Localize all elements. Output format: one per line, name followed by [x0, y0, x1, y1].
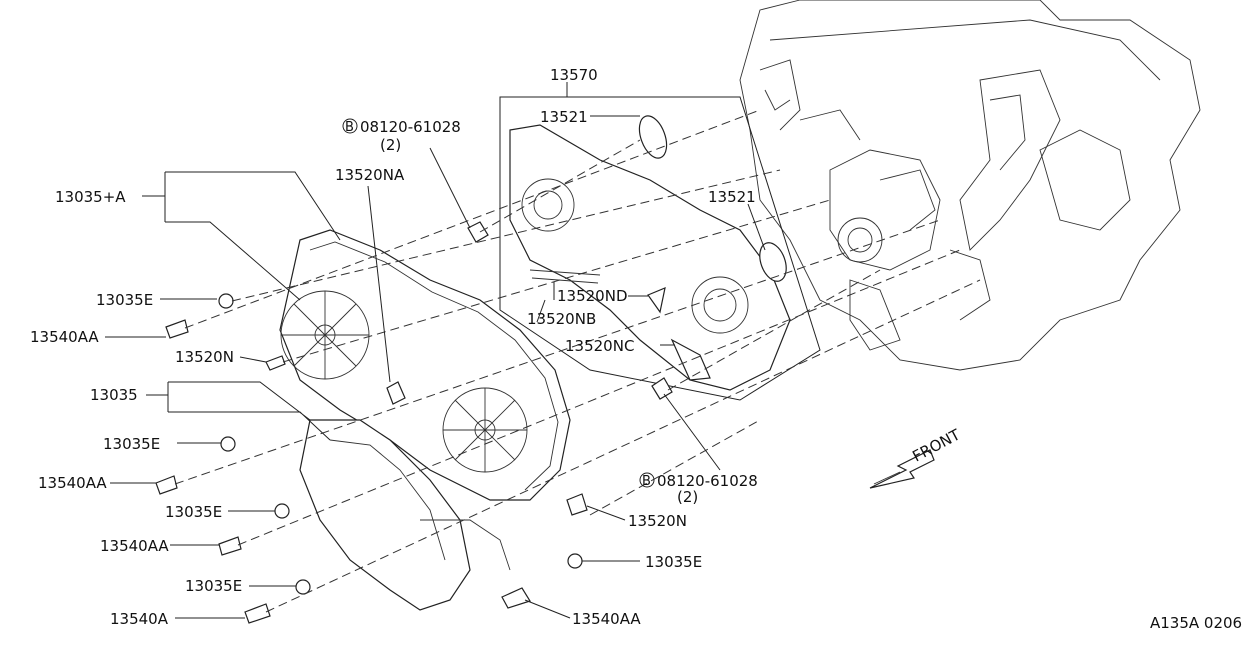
label-13520nd: 13520ND: [557, 287, 628, 305]
label-13520n-1: 13520N: [175, 348, 234, 366]
engine-block: [739, 0, 1201, 371]
drawing-code: A135A 0206: [1150, 614, 1242, 632]
bolt-b-top-prefix: B: [345, 120, 354, 135]
label-13035-a: 13035+A: [55, 188, 126, 206]
callout-labels: 13035+A B 08120-61028 (2) 13520NA 13570 …: [30, 66, 1242, 632]
label-13520n-2: 13520N: [628, 512, 687, 530]
label-08120-61028-top-qty: (2): [380, 136, 401, 154]
label-13540aa-1: 13540AA: [30, 328, 99, 346]
label-13521-top: 13521: [540, 108, 588, 126]
label-13540a: 13540A: [110, 610, 169, 628]
label-13035e-2: 13035E: [103, 435, 160, 453]
label-13520na: 13520NA: [335, 166, 405, 184]
label-08120-61028-bottom-qty: (2): [677, 488, 698, 506]
label-13570: 13570: [550, 66, 598, 84]
label-13035e-4: 13035E: [185, 577, 242, 595]
fasteners: [155, 221, 673, 624]
front-cover-assembly: [279, 229, 571, 611]
rear-cover-group: [499, 96, 821, 401]
label-13035e-1: 13035E: [96, 291, 153, 309]
label-13540aa-4: 13540AA: [572, 610, 641, 628]
leader-lines: [105, 82, 766, 619]
label-08120-61028-top: 08120-61028: [360, 118, 461, 136]
label-13035e-3: 13035E: [165, 503, 222, 521]
front-arrow-icon: [869, 449, 935, 489]
label-13540aa-3: 13540AA: [100, 537, 169, 555]
bolt-b-bottom-prefix: B: [642, 474, 651, 489]
label-13540aa-2: 13540AA: [38, 474, 107, 492]
label-13520nb: 13520NB: [527, 310, 596, 328]
bolt-b-bottom-marker: [639, 472, 655, 488]
front-label: FRONT: [909, 425, 963, 465]
label-13521-right: 13521: [708, 188, 756, 206]
alignment-lines: [174, 109, 981, 613]
label-13035: 13035: [90, 386, 138, 404]
label-13035e-5: 13035E: [645, 553, 702, 571]
label-13520nc: 13520NC: [565, 337, 634, 355]
bolt-b-top-marker: [342, 118, 358, 134]
label-08120-61028-bottom: 08120-61028: [657, 472, 758, 490]
